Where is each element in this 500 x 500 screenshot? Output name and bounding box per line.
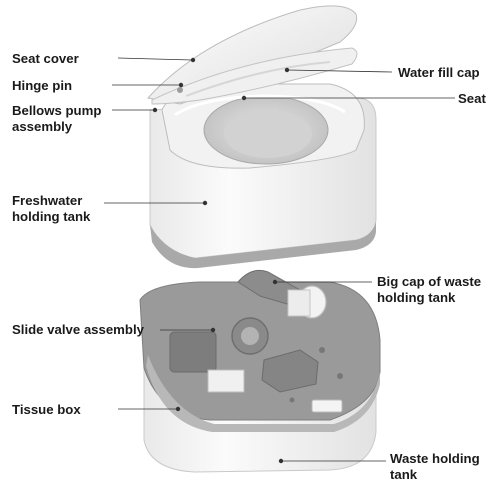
label-big-cap-line1: Big cap of waste: [377, 274, 482, 289]
label-waste-tank-line2: tank: [390, 467, 418, 482]
label-bellows-pump-line1: Bellows pump: [12, 103, 102, 118]
hinge-pin-part: [177, 87, 183, 93]
label-tissue-box: Tissue box: [12, 402, 81, 417]
label-big-cap-line2: holding tank: [377, 290, 456, 305]
label-seat-cover: Seat cover: [12, 51, 79, 66]
label-freshwater-line2: holding tank: [12, 209, 91, 224]
big-cap-part: [237, 269, 327, 319]
leader-seat-cover: [117, 57, 193, 61]
open-seat-cover: [147, 5, 358, 105]
waste-tank-deck: [139, 281, 381, 432]
label-slide-valve: Slide valve assembly: [12, 322, 144, 337]
leader-lines: [104, 57, 455, 464]
label-water-fill-cap: Water fill cap: [398, 65, 480, 80]
label-seat: Seat: [458, 91, 486, 106]
label-bellows-pump-line2: assembly: [12, 119, 73, 134]
leader-water-fill-cap: [287, 69, 393, 73]
label-waste-tank-line1: Waste holding: [390, 451, 480, 466]
label-freshwater-line1: Freshwater: [12, 193, 83, 208]
label-hinge-pin: Hinge pin: [12, 78, 73, 93]
